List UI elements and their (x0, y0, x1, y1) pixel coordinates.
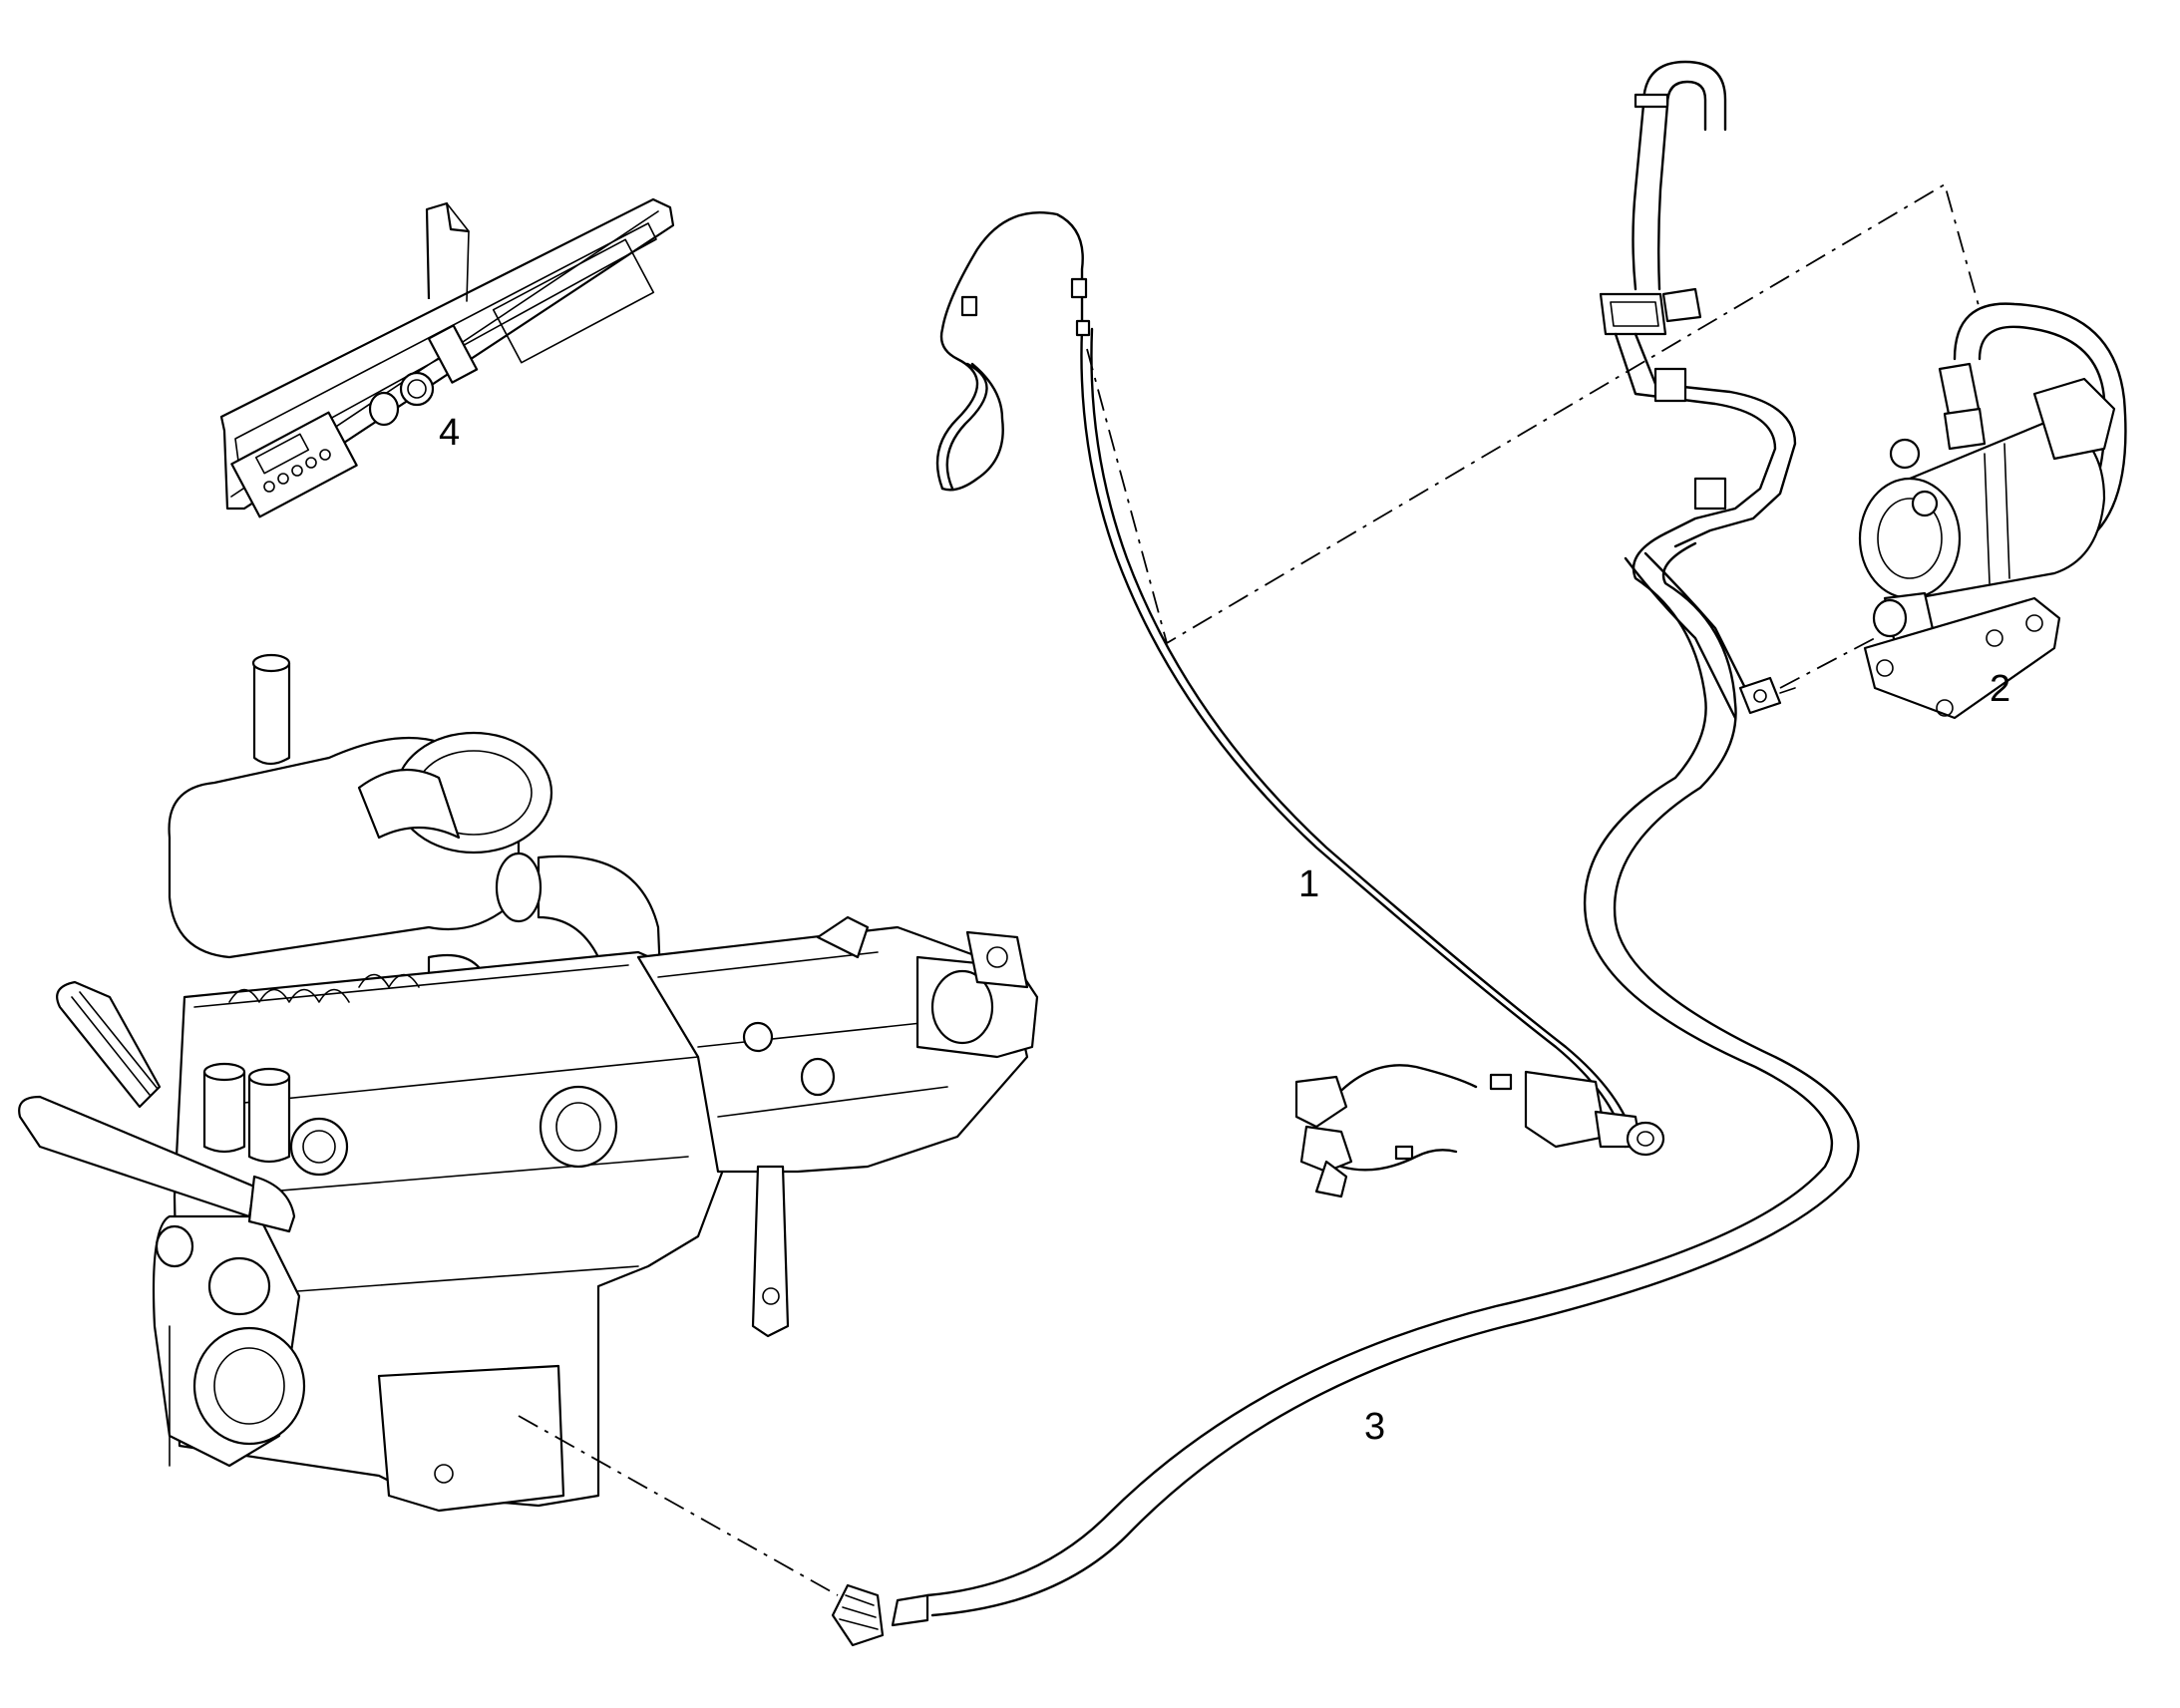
callout-1: 1 (1298, 863, 1320, 905)
assembly-leader-lines (518, 182, 1981, 1596)
callout-3: 3 (1364, 1406, 1386, 1448)
hydraulic-pump-assembly (636, 915, 1039, 1338)
coolant-hose-part (831, 60, 1860, 1647)
engine-assembly (18, 653, 730, 1513)
wiring-harness-part (935, 211, 1665, 1198)
heater-unit-part (1858, 302, 2127, 720)
callout-2: 2 (1990, 668, 2011, 710)
control-panel-part (219, 197, 675, 518)
callout-4: 4 (439, 412, 461, 454)
